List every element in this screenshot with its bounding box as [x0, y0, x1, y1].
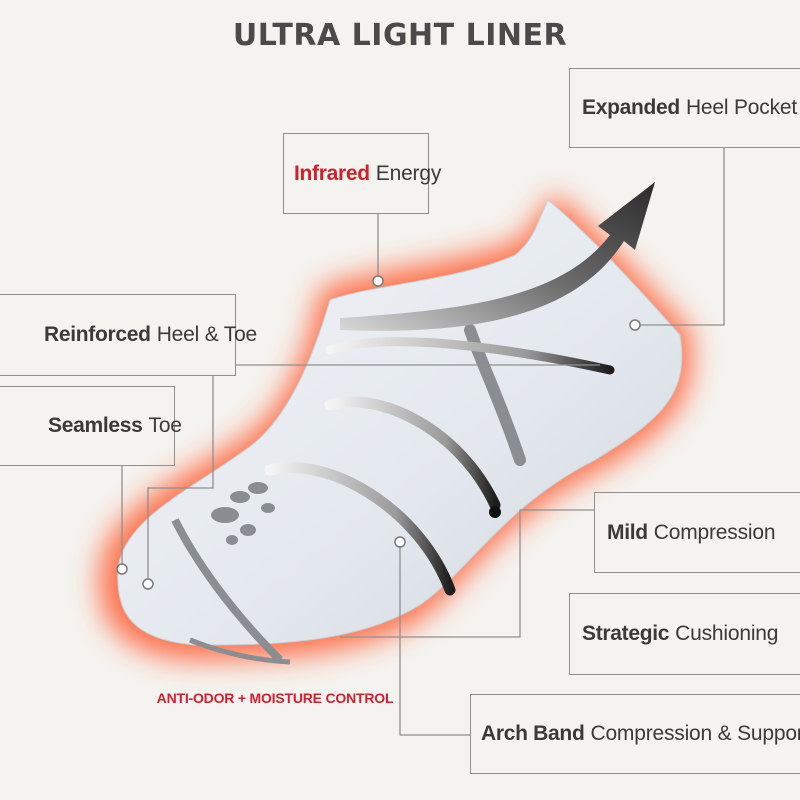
callout-bold-text: Expanded [582, 96, 680, 119]
sock-stripe [171, 518, 283, 663]
callout-text: Toe [148, 414, 182, 437]
callout-bold-text: Mild [607, 520, 648, 544]
callout-bold-text: Strategic [582, 622, 670, 645]
callout-text: Heel Pocket [685, 96, 797, 119]
callout-text: Compression [653, 520, 776, 544]
compression-band [324, 396, 501, 511]
callout-text: Compression & Support [590, 722, 800, 745]
connector-dot-icon [116, 275, 641, 590]
foot-pattern-icon [211, 482, 275, 545]
connector-lines [121, 148, 725, 736]
callout-bold-text: Reinforced [44, 323, 151, 346]
callout-bold-text: Infrared [294, 161, 370, 185]
callout-bold-text: Arch Band [481, 722, 585, 745]
compression-band [325, 337, 615, 375]
compression-band [264, 462, 456, 596]
sock-stripe [189, 637, 291, 665]
connector-dot-icon [489, 506, 501, 518]
callout-text: Heel & Toe [156, 323, 258, 346]
callout-text: Cushioning [675, 622, 779, 645]
sock-body [117, 199, 683, 646]
curved-arrow-icon [340, 182, 655, 331]
anti-odor-label: ANTI-ODOR + MOISTURE CONTROL [156, 690, 394, 706]
page-title: ULTRA LIGHT LINER [232, 18, 568, 53]
sock-stripe [464, 324, 526, 466]
callout-bold-text: Seamless [48, 414, 143, 437]
callout-text: Energy [375, 161, 442, 185]
